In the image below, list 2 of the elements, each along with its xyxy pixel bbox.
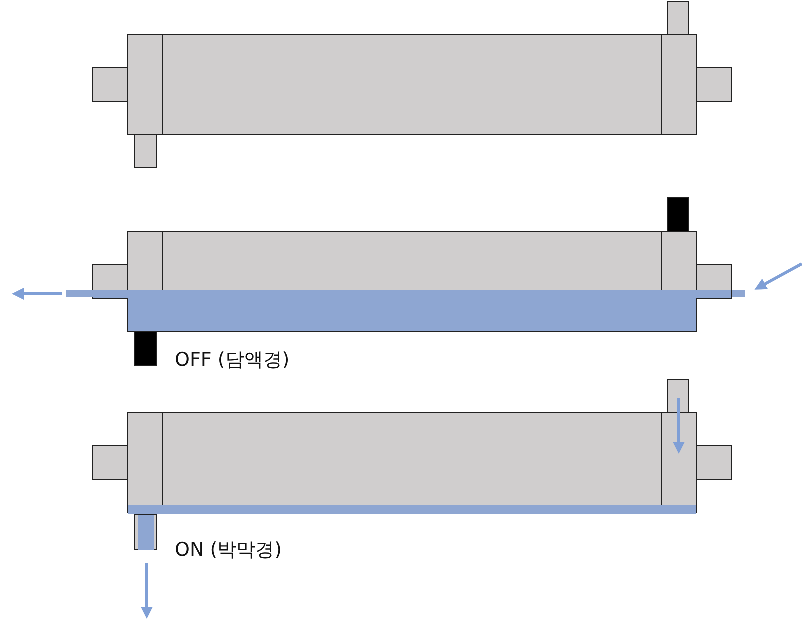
mode-label: OFF (담액경) [175, 351, 290, 370]
mode-label: ON (박막경) [175, 541, 282, 560]
